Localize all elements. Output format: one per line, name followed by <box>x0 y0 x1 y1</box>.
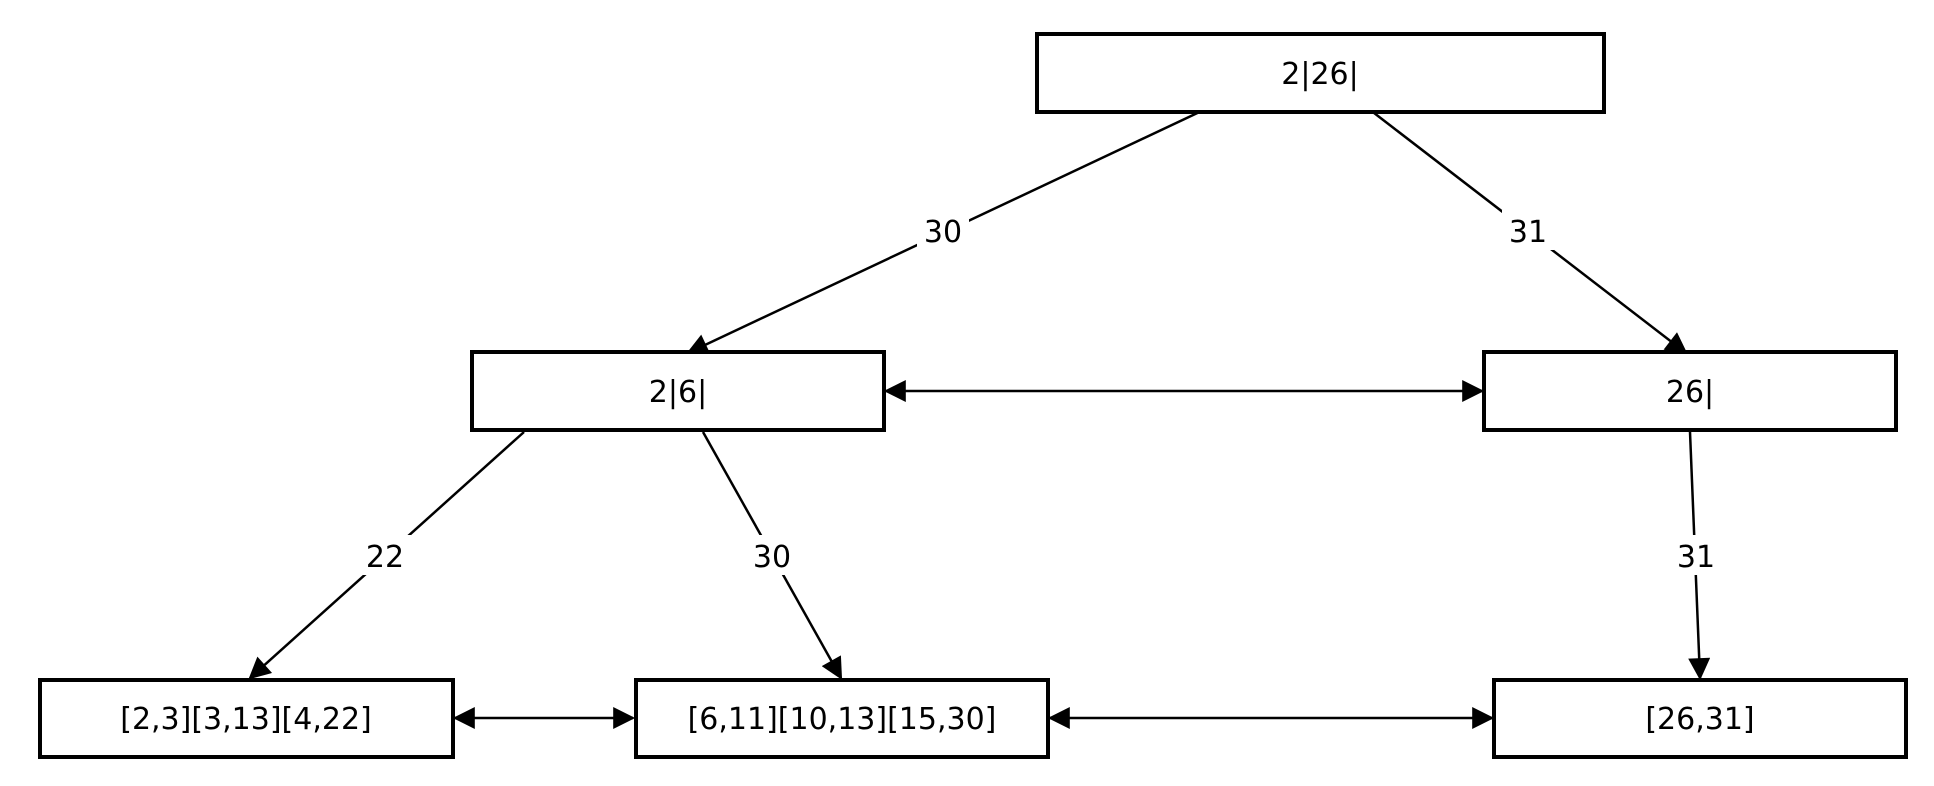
node-label: 2|26| <box>1281 57 1358 92</box>
node-leaf-mid: [6,11][10,13][15,30] <box>634 678 1050 759</box>
node-label: [6,11][10,13][15,30] <box>688 702 997 737</box>
node-label: 2|6| <box>649 375 707 410</box>
node-label: [2,3][3,13][4,22] <box>120 702 372 737</box>
edge-label-text: 31 <box>1677 540 1715 575</box>
node-mid-left: 2|6| <box>470 350 886 432</box>
edge-label-mid-left-to-leaf-mid: 30 <box>746 535 798 575</box>
node-root: 2|26| <box>1035 32 1606 114</box>
edge-label-text: 22 <box>366 540 404 575</box>
edge-label-root-to-mid-right: 31 <box>1502 210 1554 250</box>
node-leaf-left: [2,3][3,13][4,22] <box>38 678 455 759</box>
node-label: 26| <box>1666 375 1714 410</box>
node-leaf-right: [26,31] <box>1492 678 1908 759</box>
edge-label-text: 30 <box>924 215 962 250</box>
edge-label-text: 30 <box>753 540 791 575</box>
node-mid-right: 26| <box>1482 350 1898 432</box>
edge-label-mid-right-to-leaf-right: 31 <box>1670 535 1722 575</box>
edge-label-root-to-mid-left: 30 <box>917 210 969 250</box>
edge-label-text: 31 <box>1509 215 1547 250</box>
node-label: [26,31] <box>1645 702 1754 737</box>
edge-label-mid-left-to-leaf-left: 22 <box>359 535 411 575</box>
